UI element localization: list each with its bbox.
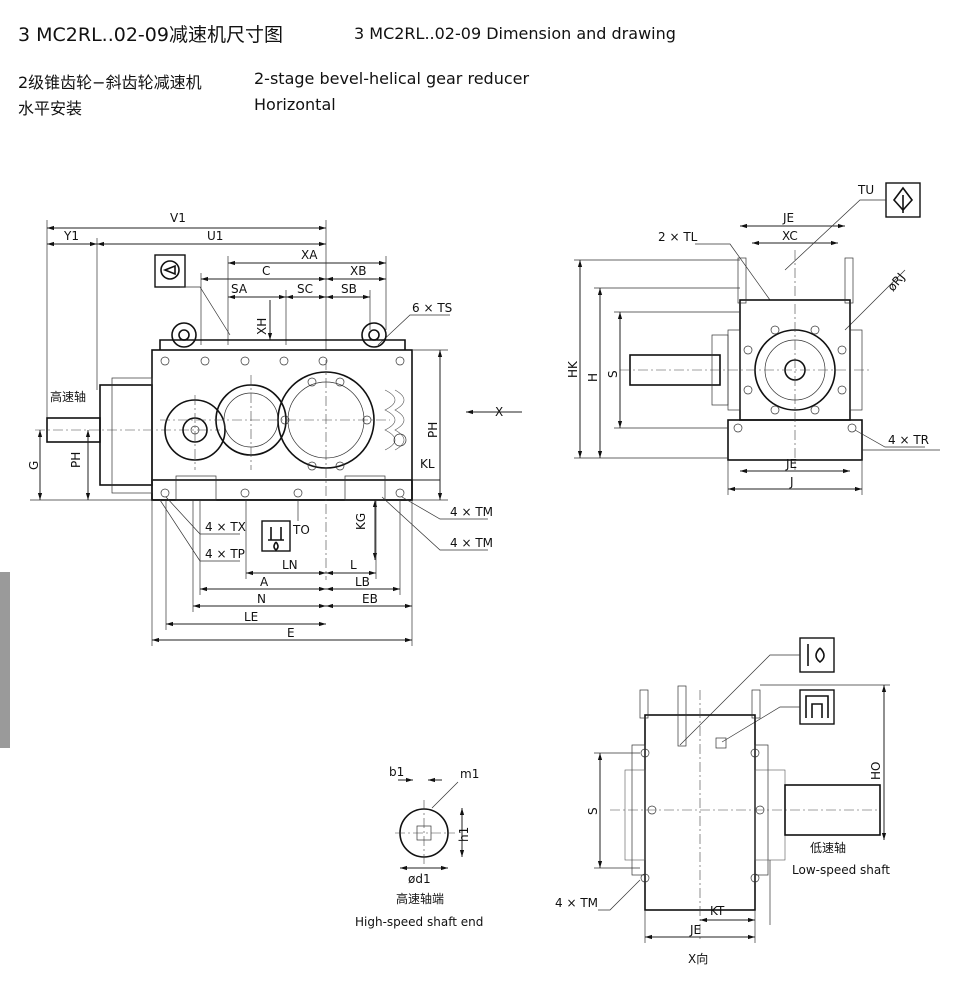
subtitle-en-2: Horizontal — [254, 95, 336, 114]
label-h1: h1 — [457, 827, 471, 842]
label-TS: 6 × TS — [412, 301, 452, 315]
title-cn: 3 MC2RL..02-09减速机尺寸图 — [18, 24, 283, 46]
oil-drain-icon — [261, 520, 291, 552]
label-KL: KL — [420, 457, 435, 471]
oil-level-icon — [154, 254, 186, 288]
caption-shaft-end-cn: 高速轴端 — [396, 891, 444, 906]
label-Y1: Y1 — [63, 229, 79, 243]
label-TP: 4 × TP — [205, 547, 245, 561]
label-S: S — [606, 370, 620, 378]
label-LE: LE — [244, 610, 258, 624]
label-XH: XH — [255, 318, 269, 335]
label-EB: EB — [362, 592, 378, 606]
label-RJ: øRJ — [885, 270, 908, 294]
label-TM-2: 4 × TM — [450, 536, 493, 550]
label-PH-right: PH — [426, 422, 440, 438]
label-KG: KG — [354, 513, 368, 530]
label-L: L — [350, 558, 357, 572]
subtitle-cn-1: 2级锥齿轮−斜齿轮减速机 — [18, 73, 202, 92]
x-view: HO S 低速轴 Low-speed shaft 4 × TM KT JE X向 — [555, 637, 890, 966]
side-tab — [0, 572, 10, 748]
vent-plug-icon — [799, 689, 835, 725]
title-en: 3 MC2RL..02-09 Dimension and drawing — [354, 24, 676, 43]
label-TU: TU — [857, 183, 874, 197]
label-S-x: S — [586, 807, 600, 815]
label-b1: b1 — [389, 765, 404, 779]
shaft-end-detail: b1 m1 h1 ød1 高速轴端 High-speed shaft end — [355, 765, 483, 929]
label-SB: SB — [341, 282, 357, 296]
caption-shaft-end-en: High-speed shaft end — [355, 915, 483, 929]
label-V1: V1 — [170, 211, 186, 225]
label-A: A — [260, 575, 269, 589]
label-LN: LN — [282, 558, 298, 572]
input-shaft — [35, 377, 220, 494]
label-U1: U1 — [207, 229, 223, 243]
label-N: N — [257, 592, 266, 606]
label-m1: m1 — [460, 767, 479, 781]
gear-train — [160, 360, 390, 580]
label-HO: HO — [869, 762, 883, 780]
label-TM-1: 4 × TM — [450, 505, 493, 519]
label-JE-bottom: JE — [785, 457, 797, 471]
label-E: E — [287, 626, 295, 640]
label-SC: SC — [297, 282, 313, 296]
label-XC: XC — [782, 229, 798, 243]
label-TO: TO — [292, 523, 310, 537]
subtitle-cn-2: 水平安装 — [18, 99, 83, 118]
label-d1: ød1 — [408, 872, 431, 886]
label-SA: SA — [231, 282, 248, 296]
breather-icon — [885, 182, 921, 218]
label-PH-left: PH — [69, 452, 83, 468]
side-view: JE XC 2 × TL TU øRJ — [566, 182, 940, 495]
label-J: J — [789, 475, 794, 489]
label-JE-x: JE — [689, 923, 701, 937]
label-LB: LB — [355, 575, 370, 589]
label-TX: 4 × TX — [205, 520, 246, 534]
label-TM-x: 4 × TM — [555, 896, 598, 910]
subtitle-en-1: 2-stage bevel-helical gear reducer — [254, 69, 530, 88]
label-TL: 2 × TL — [658, 230, 698, 244]
label-H: H — [586, 373, 600, 382]
label-HK: HK — [566, 360, 580, 378]
label-low-speed-en: Low-speed shaft — [792, 863, 890, 877]
label-low-speed-cn: 低速轴 — [810, 840, 846, 855]
label-X: X — [495, 405, 503, 419]
label-XB: XB — [350, 264, 366, 278]
oil-fill-icon — [799, 637, 835, 673]
label-JE-top: JE — [782, 211, 794, 225]
label-C: C — [262, 264, 270, 278]
label-TR: 4 × TR — [888, 433, 929, 447]
caption-x-view: X向 — [688, 951, 708, 966]
label-XA: XA — [301, 248, 318, 262]
front-view: V1 Y1 U1 XA C XB SA SC SB XH 6 × TS — [27, 211, 522, 646]
label-G: G — [27, 461, 41, 470]
label-high-speed-shaft: 高速轴 — [50, 389, 86, 404]
label-KT: KT — [710, 904, 725, 918]
